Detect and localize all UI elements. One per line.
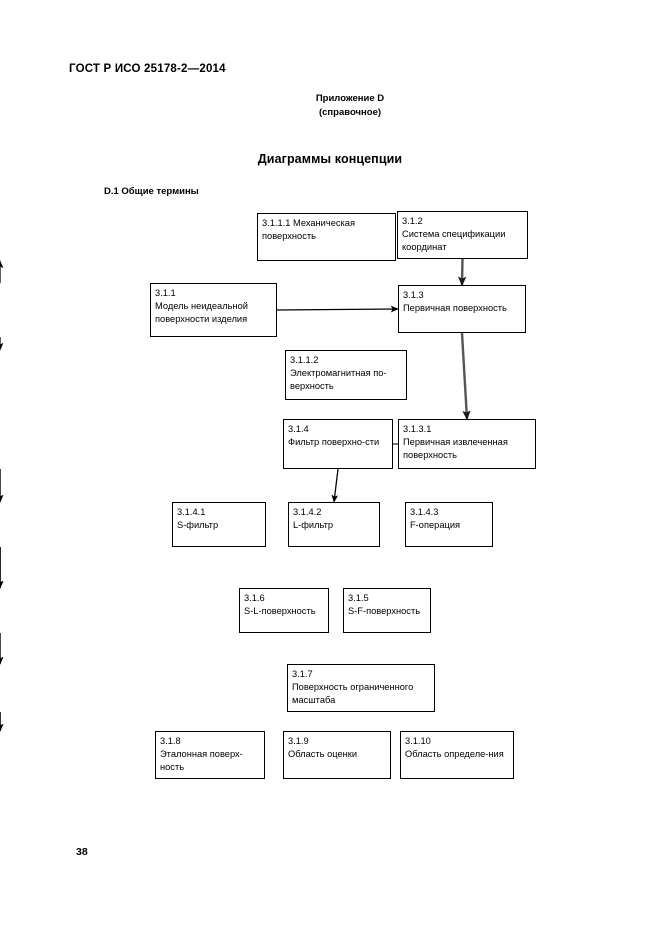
node-number: 3.1.8 bbox=[160, 736, 181, 746]
edge-3.1.1-to-3.1.3 bbox=[276, 305, 399, 313]
node-number: 3.1.1.1 bbox=[262, 218, 294, 228]
node-number: 3.1.2 bbox=[402, 216, 423, 226]
node-label: Система спецификации координат bbox=[402, 229, 506, 253]
node-label: Механическая поверхность bbox=[262, 218, 356, 242]
page-number: 38 bbox=[76, 846, 88, 858]
node-number: 3.1.4 bbox=[288, 424, 309, 434]
node-number: 3.1.6 bbox=[244, 593, 265, 603]
node-number: 3.1.4.3 bbox=[410, 507, 439, 517]
node-number: 3.1.5 bbox=[348, 593, 369, 603]
node-label: Электромагнитная по-верхность bbox=[290, 368, 387, 392]
node-label: Эталонная поверх-ность bbox=[160, 749, 243, 773]
node-number: 3.1.4.2 bbox=[293, 507, 322, 517]
node-label: S-фильтр bbox=[177, 520, 219, 531]
edge-3.1.2-to-3.1.3 bbox=[457, 258, 467, 287]
node-label: S-L-поверхность bbox=[244, 606, 316, 617]
annex-heading: Приложение D (справочное) bbox=[250, 92, 450, 120]
edge-3.1.3-to-3.1.3.1 bbox=[460, 332, 471, 421]
node-number: 3.1.1 bbox=[155, 288, 176, 298]
node-number: 3.1.4.1 bbox=[177, 507, 206, 517]
edge-3.1.4-to-3.1.4.2 bbox=[331, 468, 339, 503]
node-number: 3.1.10 bbox=[405, 736, 431, 746]
node-number: 3.1.3.1 bbox=[403, 424, 432, 434]
node-label: S-F-поверхность bbox=[348, 606, 421, 617]
node-number: 3.1.3 bbox=[403, 290, 424, 300]
node-label: Область оценки bbox=[288, 749, 358, 760]
annex-kind: (справочное) bbox=[318, 107, 382, 118]
standard-header: ГОСТ Р ИСО 25178-2—2014 bbox=[69, 63, 226, 75]
node-number: 3.1.9 bbox=[288, 736, 309, 746]
node-label: Область определе-ния bbox=[405, 749, 504, 760]
section-title: D.1 Общие термины bbox=[104, 186, 199, 197]
node-label: Поверхность ограниченного масштаба bbox=[292, 682, 414, 706]
node-label: L-фильтр bbox=[293, 520, 334, 531]
node-number: 3.1.1.2 bbox=[290, 355, 319, 365]
node-label: Первичная поверхность bbox=[403, 303, 507, 314]
annex-label: Приложение D bbox=[315, 93, 385, 104]
node-label: F-операция bbox=[410, 520, 461, 531]
page-title: Диаграммы концепции bbox=[257, 152, 403, 166]
diagram-node-3.1.1.1: 3.1.1.1 Механическая поверхность bbox=[257, 213, 396, 261]
node-label: Фильтр поверхно-сти bbox=[288, 437, 380, 448]
node-label: Первичная извлеченная поверхность bbox=[403, 437, 508, 461]
node-number: 3.1.7 bbox=[292, 669, 313, 679]
node-label: Модель неидеальной поверхности изделия bbox=[155, 301, 248, 325]
